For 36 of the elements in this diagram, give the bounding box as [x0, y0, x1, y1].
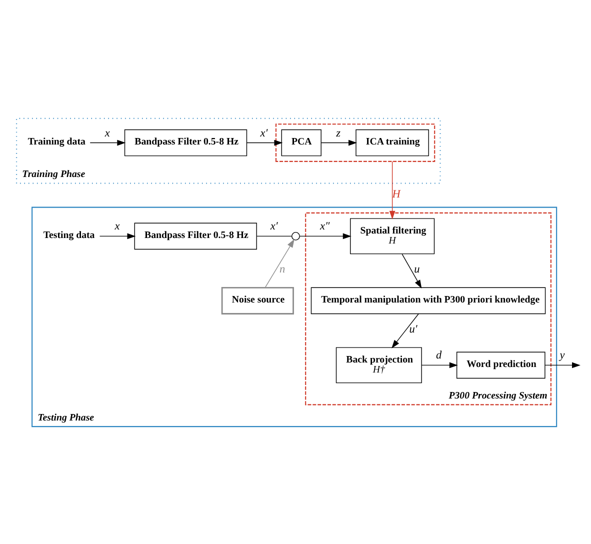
node-box: Bandpass Filter 0.5-8 Hz — [124, 128, 248, 156]
arrow — [320, 139, 357, 146]
arrow — [99, 232, 136, 239]
node-box: Back projection H† — [336, 346, 422, 383]
node-box: ICA training — [356, 128, 429, 156]
arrow — [264, 238, 294, 288]
node-text: Testing data — [43, 230, 95, 241]
arrow — [246, 139, 283, 146]
edge-label: z — [336, 126, 340, 139]
node-box: Bandpass Filter 0.5-8 Hz — [134, 222, 257, 250]
edge-label: u′ — [409, 323, 418, 336]
connector — [256, 235, 292, 236]
node-box: Noise source — [221, 286, 294, 314]
edge-label: x — [114, 220, 120, 232]
edge-label: y — [560, 349, 565, 362]
node-box: Spatial filtering H — [350, 218, 435, 254]
arrow — [544, 362, 580, 368]
edge-label: x — [104, 126, 110, 139]
edge-label: n — [280, 263, 286, 276]
arrow — [389, 160, 396, 219]
edge-label: d — [436, 349, 442, 362]
arrow — [402, 253, 422, 288]
node-box: Temporal manipulation with P300 priori knowledge — [310, 286, 546, 314]
arrow — [90, 139, 126, 146]
edge-label: H — [392, 188, 400, 200]
node-box: Word prediction — [456, 351, 546, 378]
edge-label: x′ — [270, 220, 278, 232]
node-circle — [292, 231, 300, 240]
arrow — [392, 313, 419, 348]
node-text: Training data — [28, 136, 86, 148]
arrow — [299, 232, 352, 239]
edge-label: x″ — [320, 220, 330, 232]
edge-label: x′ — [260, 126, 268, 139]
edge-label: u — [414, 263, 420, 276]
arrow — [421, 362, 458, 368]
node-box: PCA — [281, 128, 322, 156]
